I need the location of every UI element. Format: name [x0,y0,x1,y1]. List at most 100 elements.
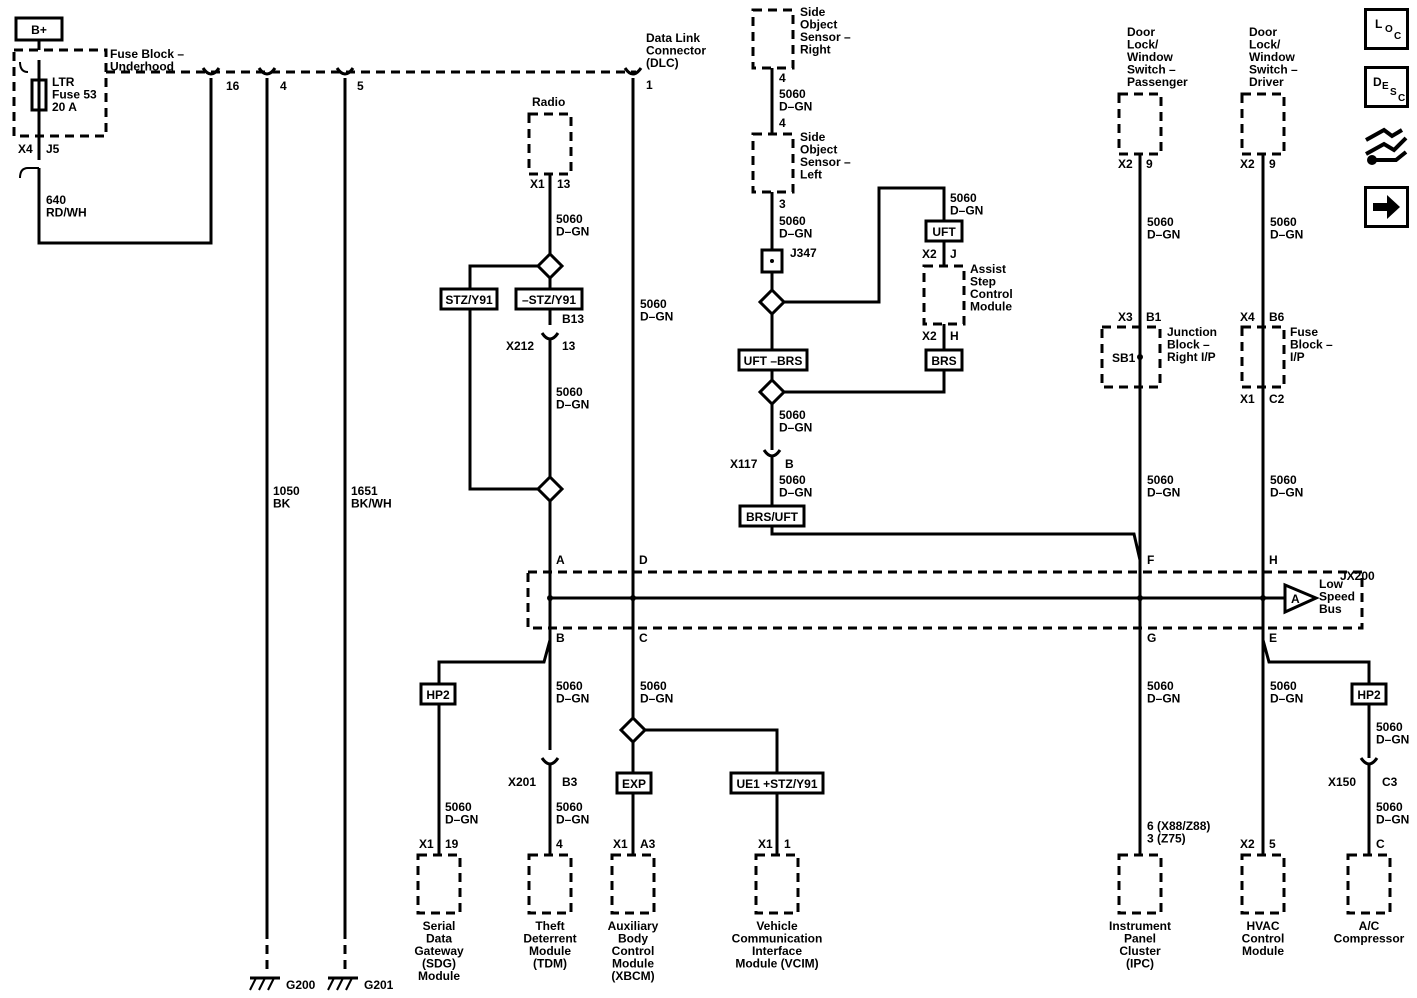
jx200-label: JX200 [1340,569,1375,583]
sos-right-module [751,8,795,70]
x150-conn: X150 [1328,775,1356,789]
desc-button[interactable]: D E S C [1364,66,1409,108]
bus-pin-d: D [639,553,648,567]
option-stz: STZ/Y91 [445,293,493,307]
option-exp: EXP [622,777,646,791]
door-pass-conn: X2 [1118,157,1133,171]
vcim-conn: X1 [758,837,773,851]
assist-step-module [922,264,966,326]
assist-pin-bot: H [950,329,959,343]
vcim-module [754,853,800,915]
loc-c: C [1394,31,1402,42]
tdm-module [527,853,573,915]
fbip-conn-bot: X1 [1240,392,1255,406]
bus-symbol-label: A [1291,592,1300,606]
splice-j347: J347 [790,246,817,260]
assist-pin-top: J [950,247,957,261]
bus-symbol-icon [1283,582,1320,615]
x150-pin: C3 [1382,775,1398,789]
loc-o: O [1385,24,1393,35]
option-ue1: UE1 +STZ/Y91 [736,777,817,791]
fuse-pin-5: 5 [357,79,364,93]
sos-left-module [751,132,795,194]
vcim-pin: 1 [784,837,791,851]
ground-g201-label: G201 [364,978,394,992]
ipc-pin: 6 (X88/Z88)3 (Z75) [1147,819,1210,846]
option-not-stz-box [514,287,584,311]
x212-pin: 13 [562,339,576,353]
dlc-pin: 1 [646,78,653,92]
fuse-block-underhood-label: Fuse Block –Underhood [110,47,184,74]
fuse-block-underhood-outline [12,48,108,138]
door-pass-pin: 9 [1146,157,1153,171]
splice-dlc [618,715,648,745]
desc-d: D [1373,75,1382,89]
sdg-conn: X1 [419,837,434,851]
door-drv-module [1240,92,1286,156]
x201-pin: B3 [562,775,578,789]
hvac-pin: 5 [1269,837,1276,851]
b-plus-label: B+ [31,23,47,37]
splice-radio [535,251,565,281]
fuse-pin-16: 16 [226,79,240,93]
bus-pin-g: G [1147,631,1156,645]
bus-pin-a: A [556,553,565,567]
connector-view-icon[interactable] [1362,122,1412,170]
junction-block-outline [1100,325,1162,389]
sos-left-pin: 3 [779,197,786,211]
next-page-button[interactable] [1364,186,1409,228]
sos-left-pin-top: 4 [779,116,786,130]
option-brs-box [924,348,964,372]
xbcm-module [610,853,656,915]
option-uft: UFT [932,225,956,239]
sdg-pin: 19 [445,837,459,851]
assist-conn-bot: X2 [922,329,937,343]
jb-pin: B1 [1146,310,1162,324]
x201-conn: X201 [508,775,536,789]
door-drv-conn: X2 [1240,157,1255,171]
ground-g200-label: G200 [286,978,316,992]
radio-pin: 13 [557,177,571,191]
jx200-outline [526,570,1364,630]
option-hp2-left: HP2 [426,688,450,702]
desc-e: E [1382,81,1389,92]
radio-conn: X1 [530,177,545,191]
loc-button[interactable]: L O C [1364,8,1409,50]
hvac-module [1240,853,1286,915]
bus-pin-b: B [556,631,565,645]
option-not-stz: –STZ/Y91 [522,293,576,307]
ipc-module [1117,853,1163,915]
conn-j5: J5 [46,142,60,156]
conn-x4: X4 [18,142,33,156]
splice-brs [757,377,787,407]
hvac-conn: X2 [1240,837,1255,851]
